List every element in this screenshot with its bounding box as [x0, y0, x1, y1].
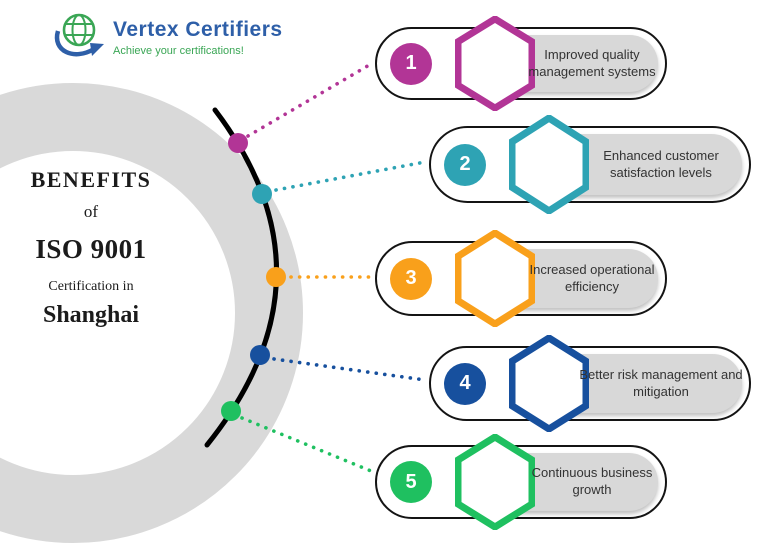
benefit-number: 4	[459, 372, 471, 394]
dotted-connector-5	[240, 416, 373, 473]
logo: Vertex Certifiers Achieve your certifica…	[52, 9, 283, 59]
benefit-number-badge: 5	[390, 461, 432, 503]
benefit-item-1: Improved quality management systems 1	[375, 16, 667, 111]
benefit-label: Enhanced customer satisfaction levels	[603, 147, 719, 180]
dotted-connector-2	[274, 160, 427, 192]
company-tagline: Achieve your certifications!	[113, 45, 244, 57]
benefit-label: Improved quality management systems	[528, 46, 656, 79]
benefit-number-badge: 1	[390, 42, 432, 85]
hexagon-icon	[455, 16, 535, 111]
benefit-number-badge: 2	[444, 143, 486, 186]
dotted-connector-1	[246, 62, 373, 138]
benefit-number-badge: 4	[444, 362, 486, 405]
benefit-label: Increased operational efficiency	[529, 261, 655, 294]
hexagon-icon	[455, 230, 535, 327]
benefit-number: 5	[405, 470, 417, 493]
heading-block: BENEFITS of ISO 9001 Certification in Sh…	[6, 167, 176, 329]
globe-icon	[54, 13, 104, 57]
hexagon-icon	[509, 335, 589, 432]
company-name: Vertex Certifiers	[113, 18, 283, 41]
benefit-number: 1	[405, 52, 417, 74]
benefit-label: Better risk management and mitigation	[579, 366, 743, 399]
benefit-item-3: Increased operational efficiency 3	[375, 230, 667, 327]
benefit-number: 3	[405, 267, 417, 289]
heading-city: Shanghai	[42, 302, 140, 328]
hexagon-icon	[455, 434, 535, 530]
benefit-label: Continuous business growth	[531, 465, 653, 497]
background-ring	[0, 83, 303, 543]
benefit-item-4: Better risk management and mitigation 4	[429, 335, 751, 432]
connector-dot-5	[221, 401, 241, 421]
dotted-connector-4	[272, 357, 427, 382]
connector-dot-1	[228, 133, 248, 153]
heading-benefits: BENEFITS	[30, 167, 152, 192]
connector-dot-4	[250, 345, 270, 365]
benefit-item-2: Enhanced customer satisfaction levels 2	[429, 115, 751, 214]
hexagon-icon	[509, 115, 589, 214]
benefit-item-5: Continuous business growth 5	[375, 434, 667, 530]
benefit-number-badge: 3	[390, 257, 432, 300]
heading-of: of	[83, 202, 99, 221]
connector-dot-3	[266, 267, 286, 287]
heading-standard: ISO 9001	[35, 234, 147, 264]
connector-dot-2	[252, 184, 272, 204]
benefit-number: 2	[459, 153, 471, 175]
heading-certification-in: Certification in	[48, 279, 134, 294]
